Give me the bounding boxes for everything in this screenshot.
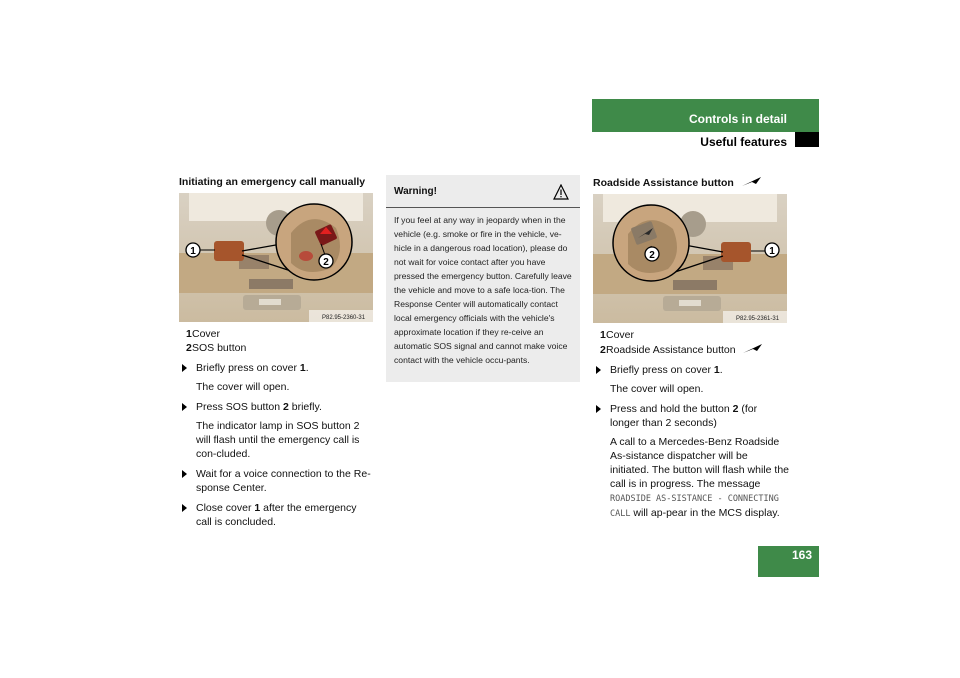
step-arrow-icon — [182, 403, 187, 411]
legend-item: 1Cover — [600, 329, 635, 341]
warning-triangle-icon — [553, 184, 569, 200]
legend-item: 1Cover — [186, 328, 221, 340]
warning-divider — [386, 207, 580, 208]
mcs-display-message: ROADSIDE AS-SISTANCE - CONNECTING CALL — [610, 494, 779, 519]
step-arrow-icon — [596, 366, 601, 374]
roadside-photo-illustration: P82.95-2361-31 — [593, 194, 787, 323]
callout-2: 2 — [323, 257, 329, 268]
step: Press SOS button 2 briefly. — [179, 400, 375, 414]
page-number: 163 — [791, 548, 812, 562]
step: Wait for a voice connection to the Re-sp… — [179, 467, 375, 495]
left-column: Initiating an emergency call manually — [179, 175, 375, 529]
step: Briefly press on cover 1. — [593, 363, 789, 377]
sos-photo: P82.95-2360-31 1 2 — [179, 193, 373, 322]
step-arrow-icon — [596, 405, 601, 413]
step-arrow-icon — [182, 470, 187, 478]
right-heading: Roadside Assistance button — [593, 175, 789, 190]
right-legend: 1Cover 2Roadside Assistance button — [593, 328, 789, 357]
warning-title: Warning! — [394, 186, 437, 197]
header-bar — [592, 99, 819, 132]
right-column: Roadside Assistance button — [593, 175, 789, 521]
step: Press and hold the button 2 (for longer … — [593, 402, 789, 430]
callouts: 1 2 — [185, 242, 334, 269]
legend-item: 2SOS button — [186, 342, 247, 354]
step: Briefly press on cover 1. — [179, 361, 375, 375]
step: Close cover 1 after the emergency call i… — [179, 501, 375, 529]
left-heading: Initiating an emergency call manually — [179, 176, 366, 188]
step-result: A call to a Mercedes-Benz Roadside As-si… — [610, 436, 789, 519]
legend-item: 2Roadside Assistance button — [600, 342, 789, 357]
warning-box: Warning! If you feel at any way in jeopa… — [386, 175, 580, 382]
callout-1: 1 — [190, 246, 196, 257]
step-result: The cover will open. — [610, 383, 704, 395]
page-number-box — [758, 546, 819, 577]
roadside-assistance-icon — [741, 177, 761, 186]
subsection-title: Useful features — [700, 135, 787, 149]
photo-code: P82.95-2361-31 — [736, 316, 780, 322]
roadside-assistance-icon — [742, 344, 762, 353]
photo-code: P82.95-2360-31 — [322, 315, 366, 321]
section-title: Controls in detail — [688, 112, 787, 126]
step-result: The indicator lamp in SOS button 2 will … — [196, 420, 360, 460]
step-arrow-icon — [182, 504, 187, 512]
step-arrow-icon — [182, 364, 187, 372]
roadside-photo: P82.95-2361-31 1 2 — [593, 194, 787, 323]
header-marker — [795, 132, 819, 147]
left-legend: 1Cover 2SOS button — [179, 327, 375, 355]
warning-text: If you feel at any way in jeopardy when … — [394, 215, 572, 365]
step-result: The cover will open. — [196, 381, 290, 393]
callouts: 1 2 — [644, 242, 780, 262]
callout-1: 1 — [769, 246, 775, 257]
callout-2: 2 — [649, 250, 655, 261]
